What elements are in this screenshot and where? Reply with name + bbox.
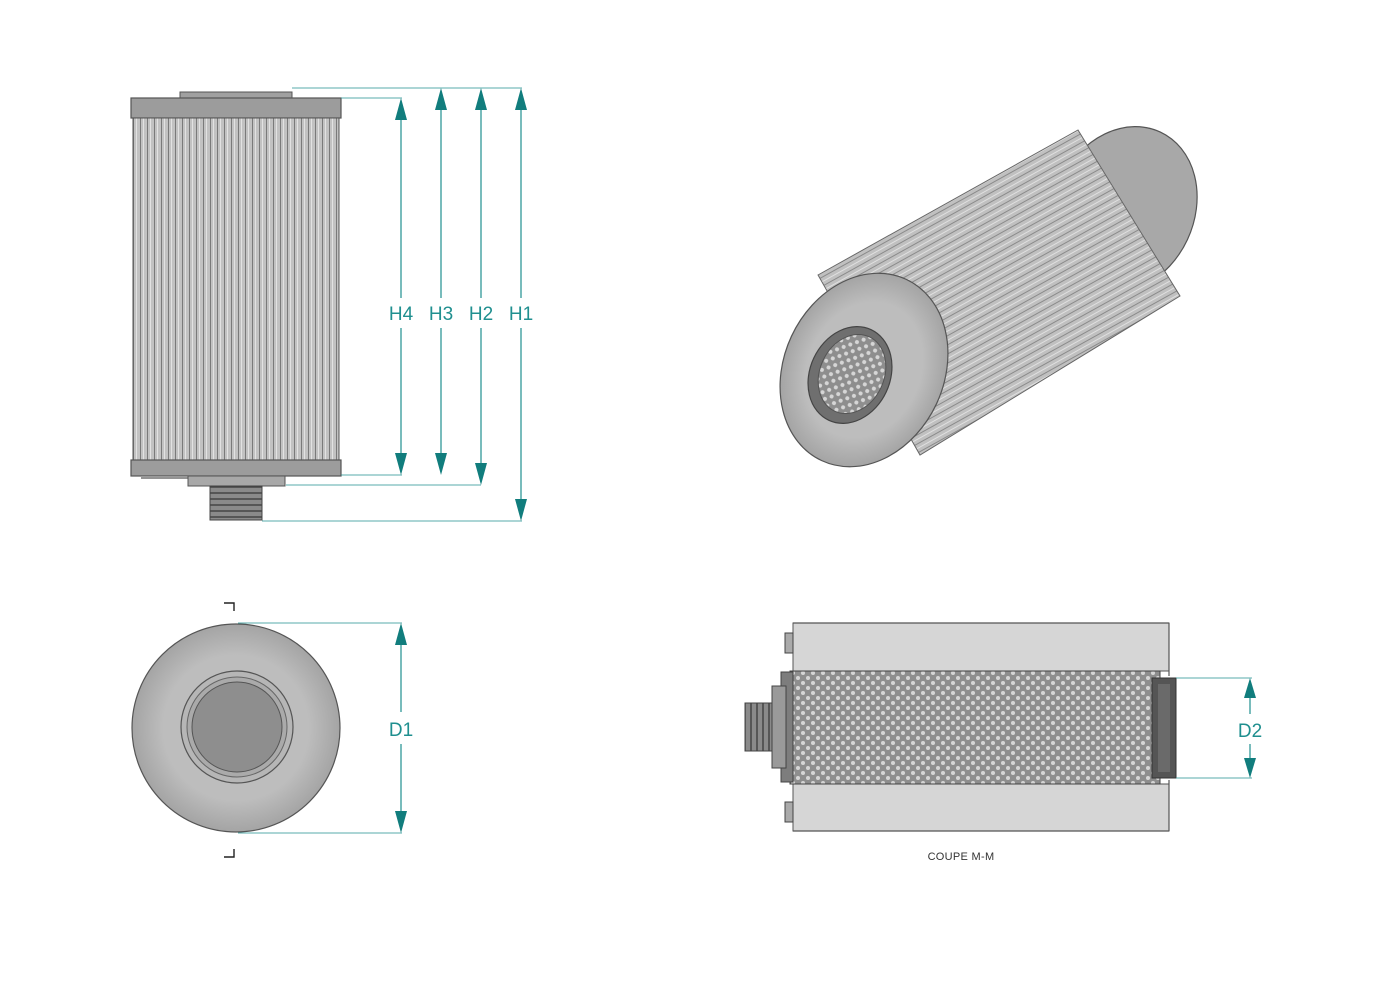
section-right-sleeve-inner bbox=[1158, 684, 1170, 772]
pleated-media bbox=[132, 117, 340, 461]
top-bore bbox=[191, 681, 283, 773]
section-upper-media bbox=[792, 622, 1170, 672]
dimension-h3: H3 bbox=[429, 88, 453, 475]
dim-label-h1: H1 bbox=[509, 304, 533, 325]
bottom-end-cap bbox=[130, 459, 342, 477]
section-view: COUPE M-M bbox=[744, 622, 1177, 863]
front-view bbox=[130, 91, 342, 521]
section-neck-ring bbox=[771, 685, 787, 769]
dim-label-d2: D2 bbox=[1238, 721, 1262, 742]
dim-label-h2: H2 bbox=[469, 304, 493, 325]
dim-label-h3: H3 bbox=[429, 304, 453, 325]
section-clip-bottom bbox=[784, 801, 794, 823]
section-mark-bottom bbox=[224, 849, 235, 858]
section-clip-top bbox=[784, 632, 794, 654]
top-view bbox=[131, 602, 341, 858]
dimension-d1: D1 bbox=[238, 622, 413, 834]
dim-label-h4: H4 bbox=[389, 304, 414, 325]
threaded-outlet bbox=[209, 485, 263, 521]
section-mark-top bbox=[224, 602, 235, 611]
dimension-h2: H2 bbox=[469, 88, 493, 485]
section-caption: COUPE M-M bbox=[928, 851, 995, 863]
iso-bore-perforation bbox=[817, 333, 887, 415]
top-end-cap bbox=[130, 97, 342, 119]
dimension-h4: H4 bbox=[389, 98, 414, 475]
bottom-seal bbox=[187, 475, 286, 487]
section-lower-media bbox=[792, 783, 1170, 832]
section-perforated-core bbox=[789, 670, 1161, 785]
dimension-d2: D2 bbox=[1176, 677, 1262, 779]
extension-lines bbox=[262, 87, 522, 522]
dim-label-d1: D1 bbox=[389, 720, 413, 741]
isometric-view bbox=[779, 126, 1198, 468]
dimension-h1: H1 bbox=[509, 88, 533, 521]
